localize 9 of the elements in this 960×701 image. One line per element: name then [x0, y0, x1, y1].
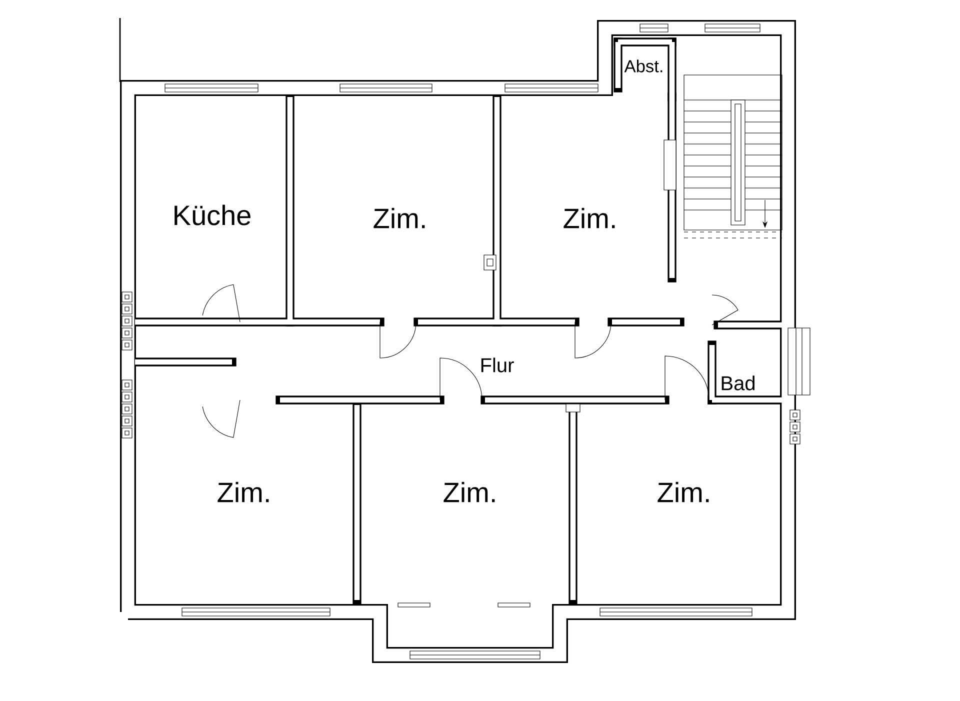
- room-label: Zim.: [564, 208, 615, 228]
- room-label: Zim.: [658, 482, 709, 502]
- room-label: Zim.: [374, 208, 425, 228]
- room-label: Bad: [722, 376, 754, 390]
- room-label: Küche: [174, 204, 250, 226]
- room-label: Zim.: [218, 482, 269, 502]
- room-label: Abst.: [624, 60, 662, 72]
- room-label: Flur: [481, 358, 514, 372]
- room-label: Zim.: [444, 482, 495, 502]
